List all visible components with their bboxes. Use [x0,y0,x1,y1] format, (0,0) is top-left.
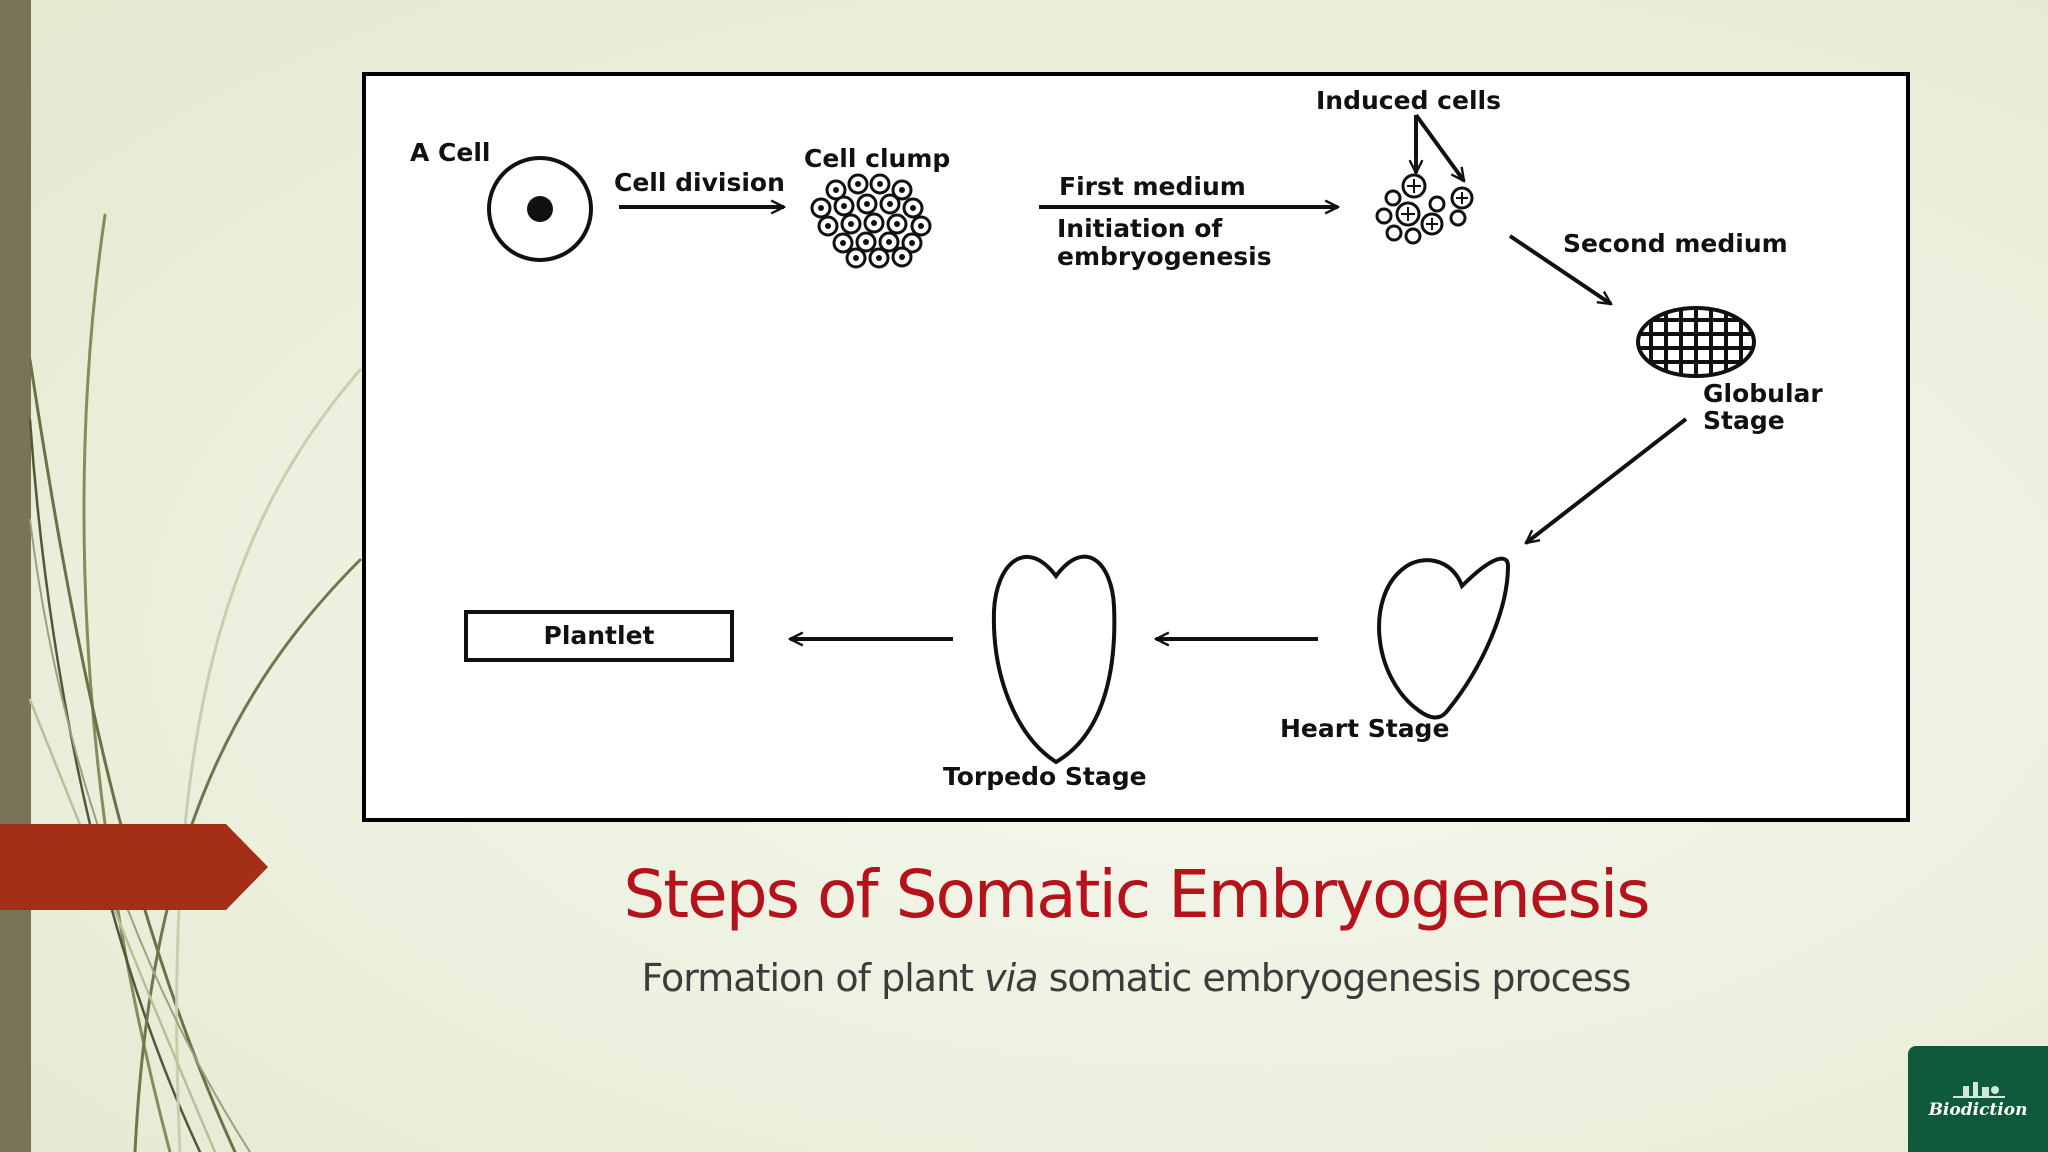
label-torpedo-stage: Torpedo Stage [943,762,1147,791]
embryogenesis-diagram: A Cell Cell division Cell clump First me… [362,72,1910,822]
globular-to-heart-arrow [1526,417,1688,543]
label-initiation-line-1: Initiation of [1057,214,1223,243]
heart-stage-shape [1377,556,1511,720]
single-cell-shape [487,156,593,262]
label-second-medium: Second medium [1563,229,1788,258]
grass-decoration [28,213,362,1152]
torpedo-stage-shape [991,554,1117,765]
label-cell-division: Cell division [614,168,785,197]
induced-arrow-right [1414,113,1466,181]
subtitle-before: Formation of plant [641,956,985,1000]
slide-subtitle: Formation of plant via somatic embryogen… [362,956,1910,1000]
label-globular-line-1: Globular [1703,379,1823,408]
label-a-cell: A Cell [410,138,491,167]
subtitle-italic: via [984,956,1038,1000]
label-first-medium: First medium [1059,172,1246,201]
label-cell-clump: Cell clump [804,144,951,173]
plantlet-box: Plantlet [464,610,734,662]
left-accent-bar [0,0,31,1152]
slide-arrow-marker [0,824,268,910]
logo-icon [1953,1082,2005,1098]
induced-cells-shape [1375,173,1474,245]
label-heart-stage: Heart Stage [1280,714,1450,743]
biodiction-logo: Biodiction [1908,1046,2048,1152]
subtitle-after: somatic embryogenesis process [1037,956,1632,1000]
label-globular-line-2: Stage [1703,406,1785,435]
label-plantlet: Plantlet [543,620,655,650]
globular-stage-shape [1636,306,1756,378]
cell-clump-shape [810,173,932,269]
second-medium-arrow [1508,234,1611,306]
label-initiation-line-2: embryogenesis [1057,242,1272,271]
slide-title: Steps of Somatic Embryogenesis [623,856,1650,933]
label-induced-cells: Induced cells [1316,86,1501,115]
logo-text: Biodiction [1928,1100,2028,1120]
